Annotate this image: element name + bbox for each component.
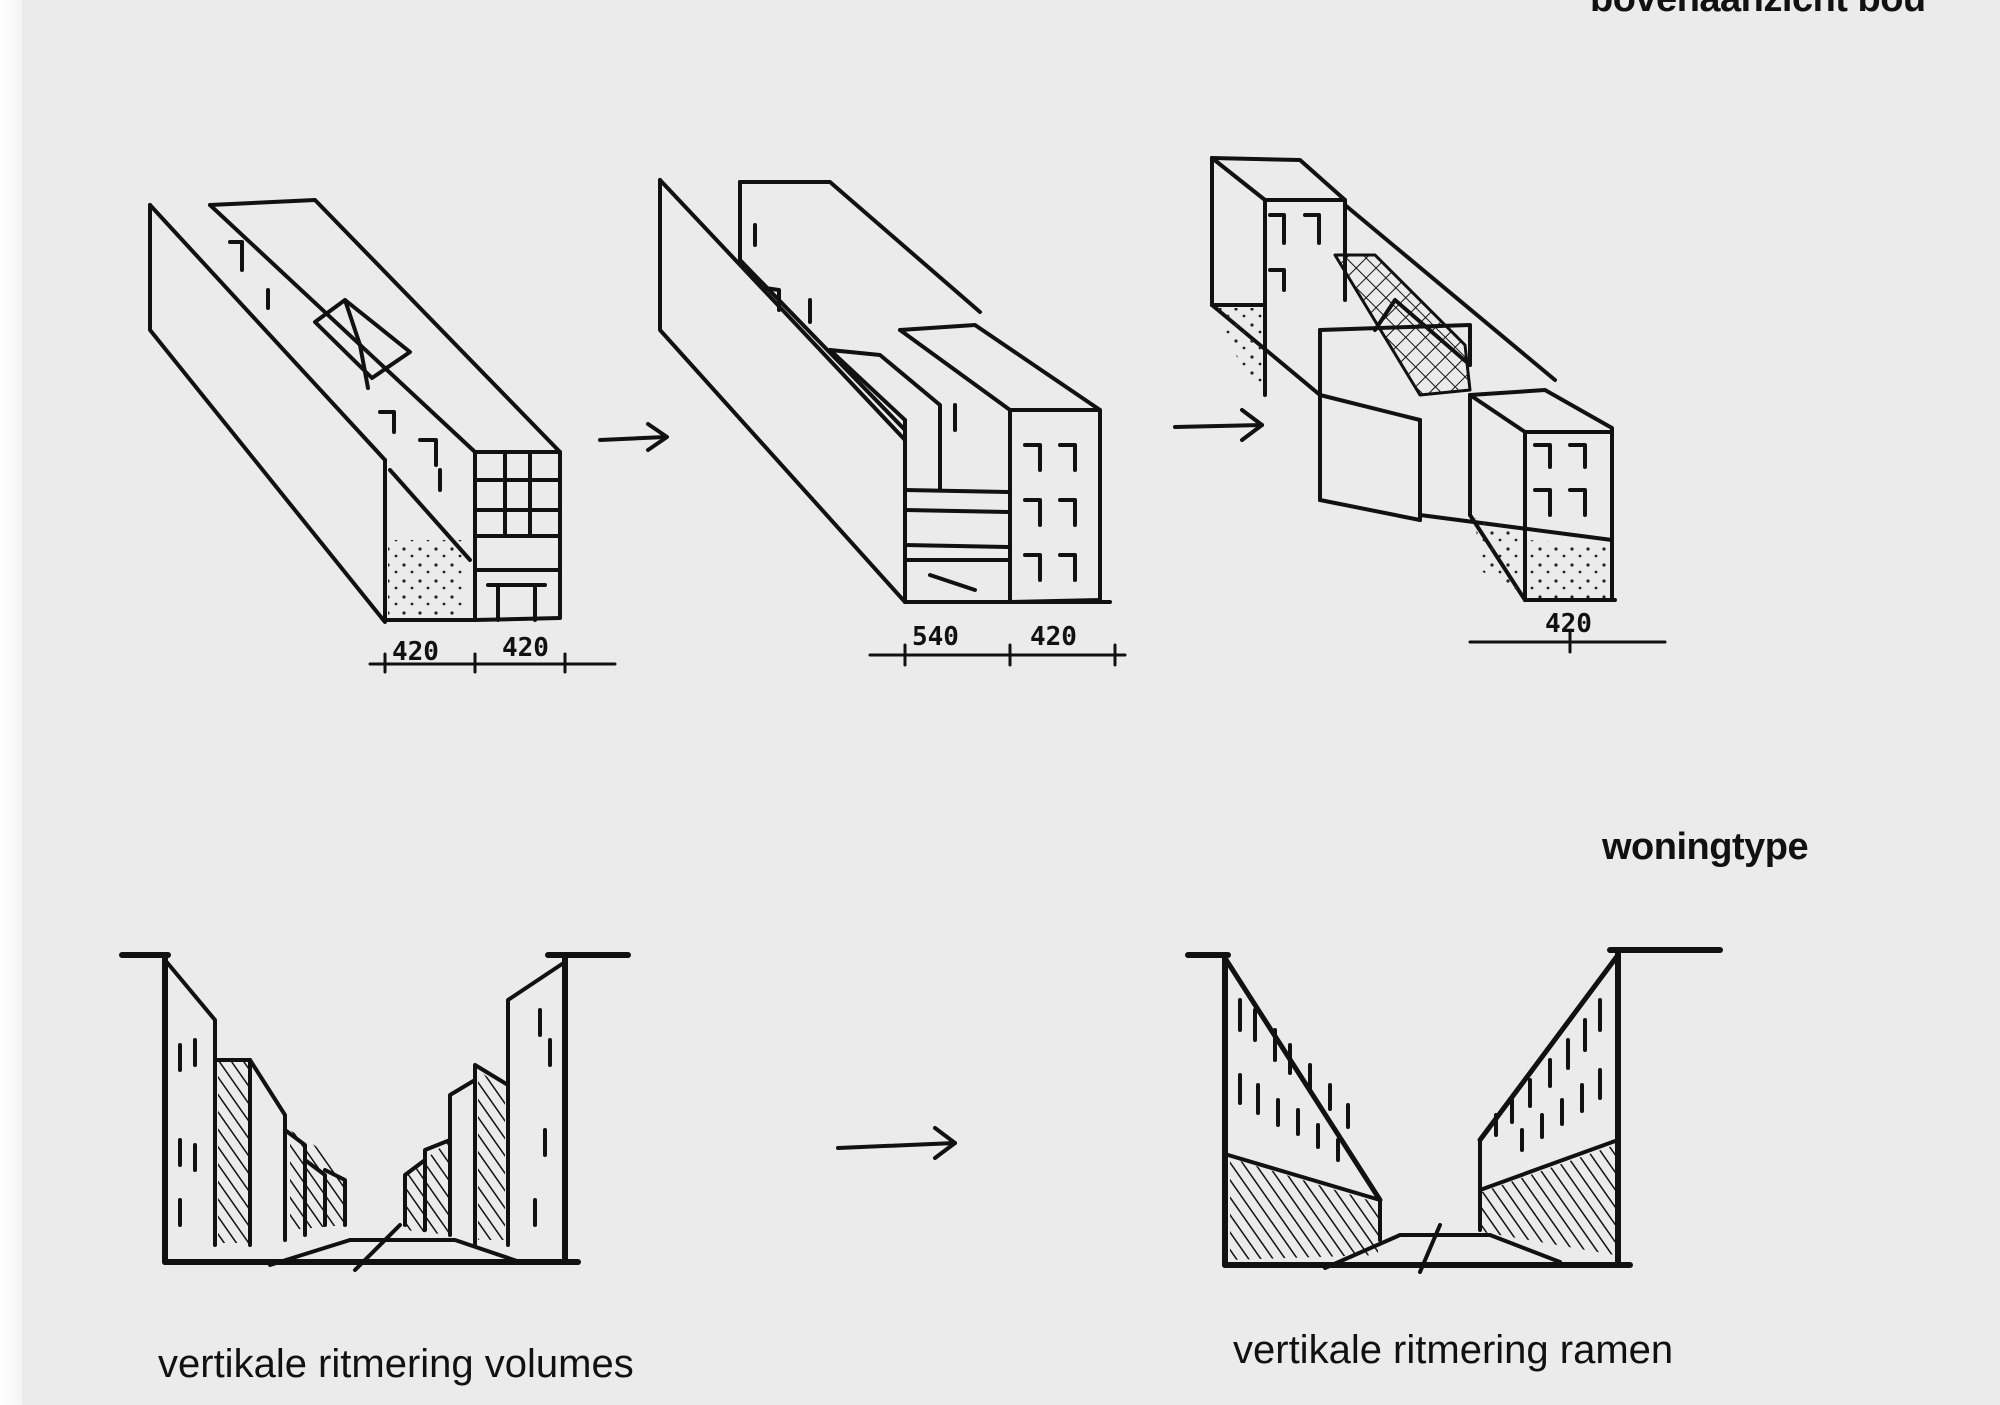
facade-hatch bbox=[290, 1130, 345, 1230]
section-fill-3b bbox=[1475, 518, 1522, 598]
heading-top-right: bovenaanzicht bou bbox=[1590, 0, 1926, 21]
dimension-label: 540 bbox=[912, 622, 959, 652]
caption-ramen: vertikale ritmering ramen bbox=[1233, 1328, 1674, 1372]
arrow-icon bbox=[1173, 408, 1264, 442]
street-perspective-windows bbox=[1185, 947, 1723, 1274]
dimension-label: 420 bbox=[502, 633, 549, 663]
dimension-label: 420 bbox=[1545, 609, 1592, 639]
volume-sketch-1 bbox=[148, 198, 617, 674]
arrow-icon bbox=[836, 1126, 957, 1160]
heading-woningtype: woningtype bbox=[1602, 826, 1809, 868]
facade-hatch bbox=[1482, 1145, 1615, 1255]
arrow-icon bbox=[598, 422, 669, 452]
street-perspective-volumes bbox=[119, 952, 631, 1272]
stair-hatch bbox=[1333, 253, 1472, 397]
dimension-label: 420 bbox=[392, 637, 439, 667]
volume-sketch-3 bbox=[1210, 156, 1667, 654]
caption-volumes: vertikale ritmering volumes bbox=[158, 1342, 634, 1386]
section-fill-3c bbox=[1528, 540, 1610, 598]
section-fill-1 bbox=[388, 540, 466, 618]
volume-sketch-2 bbox=[658, 178, 1127, 667]
facade-hatch bbox=[1230, 1158, 1378, 1260]
paper-edge bbox=[0, 0, 22, 1405]
section-fill-3a bbox=[1215, 308, 1262, 392]
dimension-label: 420 bbox=[1030, 622, 1077, 652]
facade-hatch bbox=[218, 1062, 248, 1243]
facade-hatch bbox=[478, 1070, 505, 1240]
facade-hatch bbox=[405, 1140, 450, 1235]
